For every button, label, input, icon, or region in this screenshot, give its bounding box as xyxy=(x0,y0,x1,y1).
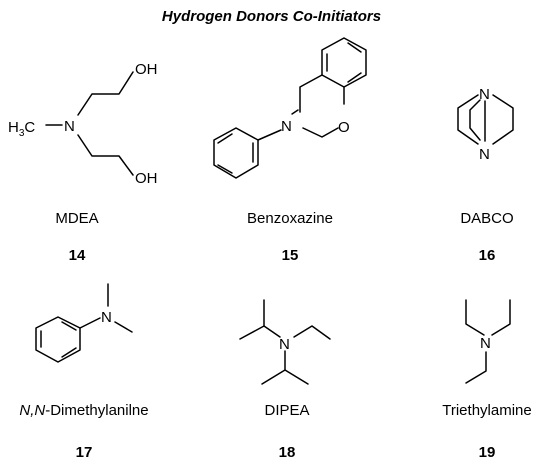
figure-title: Hydrogen Donors Co-Initiators xyxy=(161,8,382,25)
compound-number-19: 19 xyxy=(478,444,496,461)
compound-number-18: 18 xyxy=(278,444,296,461)
compound-name-dabco: DABCO xyxy=(460,210,514,227)
compound-number-16: 16 xyxy=(478,247,496,264)
atom-oh: OH xyxy=(135,61,158,78)
structure-mdea: H3C N OH OH xyxy=(8,61,158,187)
compound-number-17: 17 xyxy=(75,444,93,461)
structure-dimethylaniline: N xyxy=(35,283,133,363)
structure-benzoxazine: O N xyxy=(213,37,367,179)
compound-name-dipea: DIPEA xyxy=(264,402,310,419)
structure-dabco: N N xyxy=(457,86,514,163)
atom-n: N xyxy=(479,86,490,103)
compound-name-benzoxazine: Benzoxazine xyxy=(247,210,333,227)
atom-n: N xyxy=(279,336,290,353)
atom-methyl-h: H3C xyxy=(8,119,35,139)
name-suffix: -Dimethylanilne xyxy=(45,402,149,419)
atom-n: N xyxy=(281,118,292,135)
structure-triethylamine: N xyxy=(465,299,511,384)
atom-n: N xyxy=(479,146,490,163)
atom-n: N xyxy=(64,118,75,135)
compound-name-mdea: MDEA xyxy=(55,210,99,227)
compound-number-15: 15 xyxy=(281,247,299,264)
structure-dipea: N xyxy=(239,299,331,385)
atom-oh: OH xyxy=(135,170,158,187)
atom-n: N xyxy=(480,335,491,352)
atom-n: N xyxy=(101,309,112,326)
name-prefix-italic: N,N xyxy=(19,402,46,419)
compound-number-14: 14 xyxy=(68,247,86,264)
compound-name-triethylamine: Triethylamine xyxy=(442,402,532,419)
atom-o: O xyxy=(338,119,350,136)
compound-name-dimethylaniline: N,N-Dimethylanilne xyxy=(0,402,174,419)
